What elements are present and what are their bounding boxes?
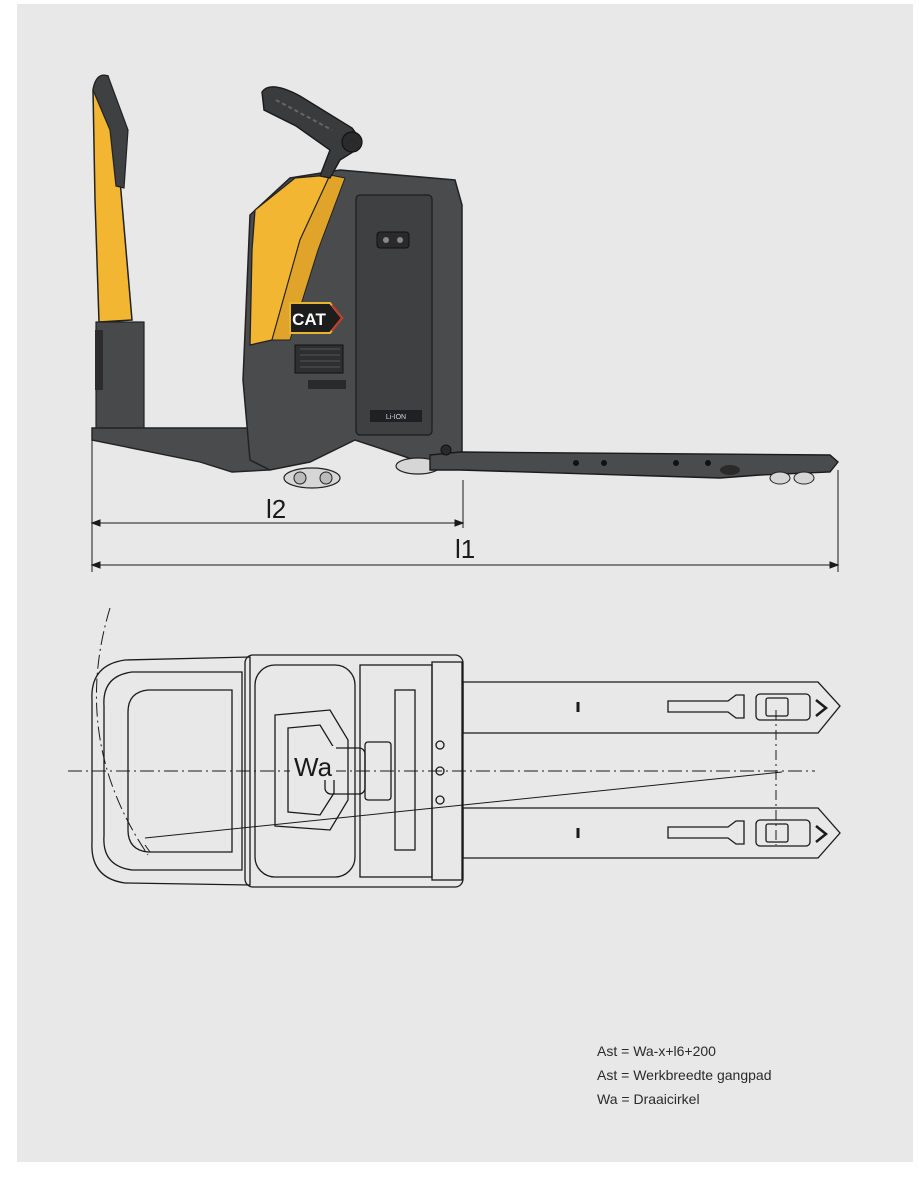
legend-value: Draaicirkel <box>633 1091 700 1107</box>
legend-value: Werkbreedte gangpad <box>633 1067 772 1083</box>
legend-eq: = <box>621 1067 630 1083</box>
legend-key: Ast <box>597 1067 618 1083</box>
legend-key: Ast <box>597 1043 618 1059</box>
legend-row: Ast = Wa-x+l6+200 <box>597 1039 772 1063</box>
turning-radius-arc <box>95 607 149 856</box>
dimension-label-l1: l1 <box>455 534 475 564</box>
cat-logo-text: CAT <box>292 310 326 329</box>
legend-row: Ast = Werkbreedte gangpad <box>597 1063 772 1087</box>
dimension-lines <box>90 440 840 572</box>
side-view: Li-ION CAT <box>90 74 840 572</box>
fork-side <box>429 444 839 485</box>
tiller-mast <box>92 74 145 433</box>
dimension-label-l2: l2 <box>266 494 286 524</box>
wa-label-bg <box>290 746 336 780</box>
li-ion-badge: Li-ION <box>386 414 406 421</box>
legend-eq: = <box>621 1043 630 1059</box>
drawing-panel <box>17 4 913 1162</box>
legend-eq: = <box>621 1091 630 1107</box>
legend-row: Wa = Draaicirkel <box>597 1087 772 1111</box>
turning-radius-label: Wa <box>294 752 333 782</box>
cat-logo: CAT <box>289 302 344 334</box>
legend-key: Wa <box>597 1091 618 1107</box>
forks-top <box>462 681 841 859</box>
top-view <box>68 607 841 888</box>
platform-outline <box>91 656 251 886</box>
steering-handle <box>261 86 363 179</box>
chassis-base <box>91 427 271 473</box>
legend-value: Wa-x+l6+200 <box>633 1043 716 1059</box>
legend: Ast = Wa-x+l6+200 Ast = Werkbreedte gang… <box>597 1039 772 1111</box>
drive-wheels <box>283 457 441 489</box>
turning-radius-line <box>144 771 783 839</box>
main-body: Li-ION <box>242 169 463 471</box>
body-outline <box>244 654 464 888</box>
